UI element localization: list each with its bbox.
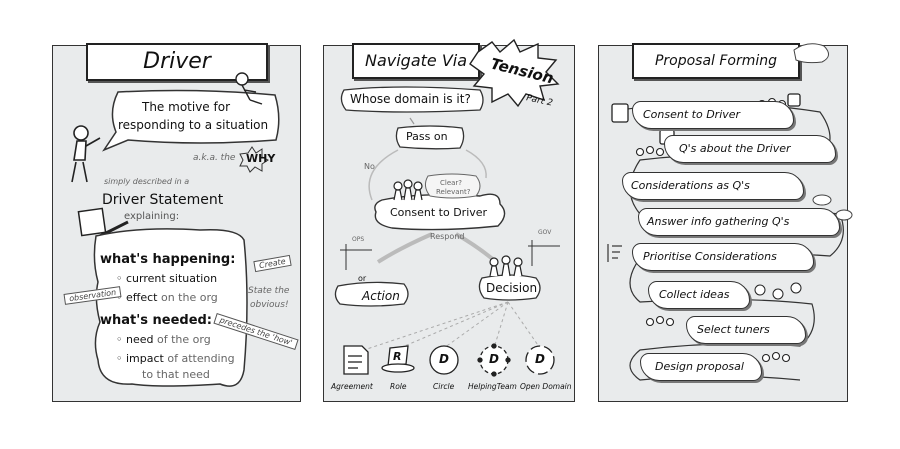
d-letter-helping: D bbox=[489, 352, 499, 366]
navigate-title: Navigate Via bbox=[364, 51, 468, 70]
circle-icon bbox=[429, 345, 459, 375]
consent-text: Consent to Driver bbox=[390, 206, 488, 219]
happening-heading: what's happening: bbox=[100, 252, 236, 267]
consent-people-icon bbox=[393, 179, 423, 201]
need-text: need bbox=[126, 333, 154, 346]
r-letter-role: R bbox=[393, 350, 402, 363]
aka-label: a.k.a. the bbox=[193, 153, 236, 163]
presenter-figure bbox=[71, 125, 101, 183]
step-3-text: Considerations as Q's bbox=[631, 179, 750, 192]
step-7-text: Select tuners bbox=[697, 323, 770, 336]
needed-heading: what's needed: bbox=[100, 313, 213, 328]
impact-text: impact bbox=[126, 352, 164, 365]
step-8-banner: Design proposal bbox=[640, 353, 762, 381]
impact-line-2: to that need bbox=[142, 368, 210, 381]
role-icon bbox=[381, 345, 415, 373]
navigate-title-box: Navigate Via bbox=[352, 43, 480, 79]
or-label: or bbox=[358, 274, 367, 283]
need-suffix: of the org bbox=[157, 333, 211, 346]
driver-statement-heading: Driver Statement bbox=[102, 192, 224, 208]
step-2-text: Q's about the Driver bbox=[679, 142, 791, 155]
step-6-text: Collect ideas bbox=[659, 288, 730, 301]
icon-label-circle: Circle bbox=[433, 382, 455, 391]
decision-text: Decision bbox=[486, 281, 538, 295]
bubble-line-2: responding to a situation bbox=[118, 118, 269, 132]
agreement-icon bbox=[343, 345, 369, 375]
effect-suffix: on the org bbox=[160, 291, 218, 304]
bullet-need: ◦ need of the org bbox=[116, 333, 211, 346]
state-obvious-2: obvious! bbox=[250, 300, 289, 310]
step-6-banner: Collect ideas bbox=[648, 281, 750, 309]
sitting-figure bbox=[235, 72, 263, 105]
icon-label-open-domain: Open Domain bbox=[520, 382, 572, 391]
action-text: Action bbox=[362, 289, 400, 303]
why-label: WHY bbox=[246, 152, 276, 165]
driver-title-box: Driver bbox=[86, 43, 268, 81]
step-8-text: Design proposal bbox=[655, 360, 744, 373]
icon-label-agreement: Agreement bbox=[331, 382, 373, 391]
ops-label: OPS bbox=[352, 236, 365, 243]
decision-people-icon bbox=[489, 255, 523, 277]
d-letter-open: D bbox=[535, 352, 545, 366]
whose-domain-text: Whose domain is it? bbox=[350, 92, 471, 106]
ideas-bulb-icons bbox=[754, 282, 802, 300]
step-5-banner: Prioritise Considerations bbox=[632, 243, 814, 271]
respond-label: Respond bbox=[430, 232, 465, 241]
step-3-banner: Considerations as Q's bbox=[622, 172, 804, 200]
gov-label: GOV bbox=[538, 229, 552, 236]
step-5-text: Prioritise Considerations bbox=[643, 250, 777, 263]
icon-label-role: Role bbox=[390, 382, 407, 391]
relevant-label: Relevant? bbox=[436, 188, 471, 196]
priority-list-icon bbox=[607, 244, 622, 262]
clear-label: Clear? bbox=[440, 179, 463, 187]
simply-label: simply described in a bbox=[104, 177, 190, 186]
impact-suffix: of attending bbox=[167, 352, 235, 365]
explaining-label: explaining: bbox=[124, 211, 180, 222]
bullet-current: ◦ current situation bbox=[116, 272, 218, 285]
step-1-banner: Consent to Driver bbox=[632, 101, 794, 129]
step-1-text: Consent to Driver bbox=[643, 108, 741, 121]
proposal-title-box: Proposal Forming bbox=[632, 43, 800, 79]
helpingteam-icon bbox=[477, 343, 511, 377]
bubble-line-1: The motive for bbox=[142, 100, 231, 114]
driver-title: Driver bbox=[143, 49, 211, 74]
d-tag-icons bbox=[611, 93, 801, 145]
icon-label-helpingteam: HelpingTeam bbox=[468, 382, 517, 391]
current-text: current situation bbox=[126, 272, 218, 285]
bullet-impact: ◦ impact of attending bbox=[116, 352, 235, 365]
bullet-effect: ◦ effect on the org bbox=[116, 291, 218, 304]
no-label: No bbox=[364, 162, 375, 171]
d-letter-circle: D bbox=[439, 352, 449, 366]
step-7-banner: Select tuners bbox=[686, 316, 806, 344]
pass-on-text: Pass on bbox=[406, 130, 448, 143]
proposal-title: Proposal Forming bbox=[654, 53, 778, 69]
open-domain-icon bbox=[525, 345, 555, 375]
step-4-text: Answer info gathering Q's bbox=[647, 215, 790, 228]
state-obvious-1: State the bbox=[248, 286, 290, 296]
step-2-banner: Q's about the Driver bbox=[664, 135, 836, 163]
chat-bubble-icons bbox=[812, 194, 853, 221]
effect-text: effect bbox=[126, 291, 158, 304]
step-4-banner: Answer info gathering Q's bbox=[638, 208, 840, 236]
